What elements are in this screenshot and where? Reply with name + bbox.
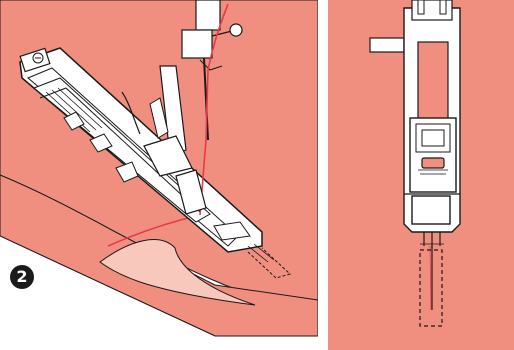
perspective-illustration-panel: 2 xyxy=(0,0,318,350)
perspective-illustration xyxy=(0,0,318,350)
step-number-badge: 2 xyxy=(9,264,35,290)
step-number-label: 2 xyxy=(9,264,35,290)
top-view-illustration xyxy=(328,0,514,350)
top-view-illustration-panel xyxy=(328,0,514,350)
